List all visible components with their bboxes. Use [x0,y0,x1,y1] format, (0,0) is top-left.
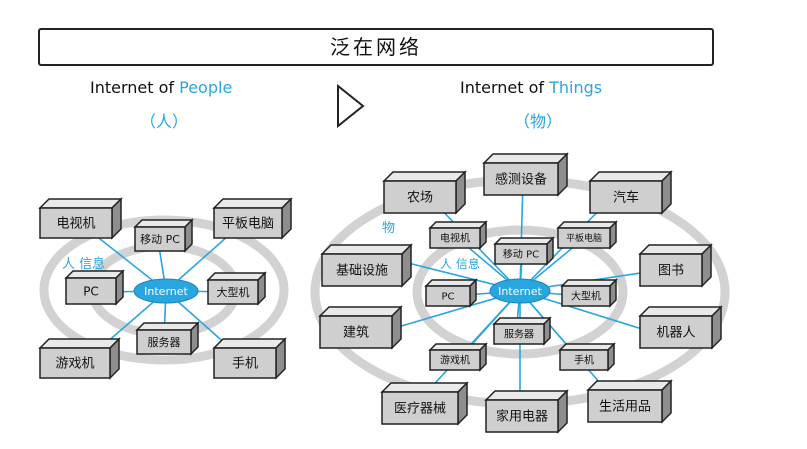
flow-label-people-left: 人 信息 [62,256,105,272]
node-label: PC [441,292,454,303]
node-server-small: 服务器 [492,316,552,346]
node-car: 汽车 [588,170,673,215]
left-subtitle: （人） [140,112,189,131]
right-subtitle: （物） [514,112,563,131]
node-label: 游戏机 [55,357,94,372]
node-mobile-pc: 移动 PC [133,218,194,253]
node-label: 基础设施 [336,264,388,279]
node-books: 图书 [638,243,713,288]
node-game-console: 游戏机 [38,337,121,380]
node-label: 建筑 [343,325,369,341]
node-label: 服务器 [504,328,534,341]
node-game-console-small: 游戏机 [428,342,488,372]
node-label: 电视机 [440,232,470,245]
internet-hub-right-label: Internet [498,285,542,298]
node-label: 家用电器 [496,409,548,425]
flow-label-things: 物 [382,221,395,236]
left-heading-highlight: People [179,78,233,97]
node-label: 游戏机 [440,354,470,367]
node-home-appliances: 家用电器 [484,389,569,434]
node-tablet: 平板电脑 [212,197,293,240]
arrow-right-icon [337,84,365,128]
node-tablet-small: 平板电脑 [556,220,618,250]
node-pc: PC [64,269,125,306]
node-infrastructure: 基础设施 [320,243,413,288]
node-label: 电视机 [56,217,95,232]
node-label: 移动 PC [140,233,180,246]
node-tv: 电视机 [38,197,123,240]
node-daily-goods: 生活用品 [586,379,673,424]
left-heading: Internet of People [90,78,232,97]
node-server: 服务器 [135,321,200,356]
node-phone: 手机 [212,337,287,380]
title-frame [38,28,714,66]
left-heading-prefix: Internet of [90,78,180,97]
node-label: 平板电脑 [222,217,274,232]
right-heading: Internet of Things [460,78,602,97]
node-buildings: 建筑 [318,305,403,350]
flow-label-people-right: 人 信息 [440,256,480,271]
node-label: 农场 [407,191,433,206]
node-label: 生活用品 [599,400,651,415]
node-phone-small: 手机 [558,342,616,372]
node-farm: 农场 [382,170,467,215]
node-label: 大型机 [571,290,601,303]
node-label: 图书 [658,264,684,279]
page-title: 泛在网络 [330,35,422,59]
node-label: 汽车 [613,190,639,206]
node-label: 移动 PC [503,248,539,261]
node-label: 手机 [232,357,258,372]
node-mainframe-small: 大型机 [560,278,618,308]
node-sensors: 感测设备 [482,152,569,197]
node-pc-small: PC [424,278,478,308]
node-label: 感测设备 [495,172,547,188]
node-mainframe: 大型机 [206,271,267,306]
node-label: 医疗器械 [394,402,446,417]
node-tv-small: 电视机 [428,220,488,250]
node-label: 手机 [574,354,594,367]
node-label: 平板电脑 [566,232,602,244]
node-label: 大型机 [217,285,250,299]
right-heading-prefix: Internet of [460,78,550,97]
node-mobile-pc-small: 移动 PC [493,236,555,266]
node-robot: 机器人 [638,305,723,350]
node-label: PC [83,284,99,298]
right-heading-highlight: Things [549,78,603,97]
internet-hub-left [133,278,199,304]
internet-hub-right [489,278,551,304]
node-label: 服务器 [148,336,181,349]
node-medical-devices: 医疗器械 [380,381,469,426]
internet-hub-left-label: Internet [144,285,188,298]
node-label: 机器人 [656,326,695,341]
